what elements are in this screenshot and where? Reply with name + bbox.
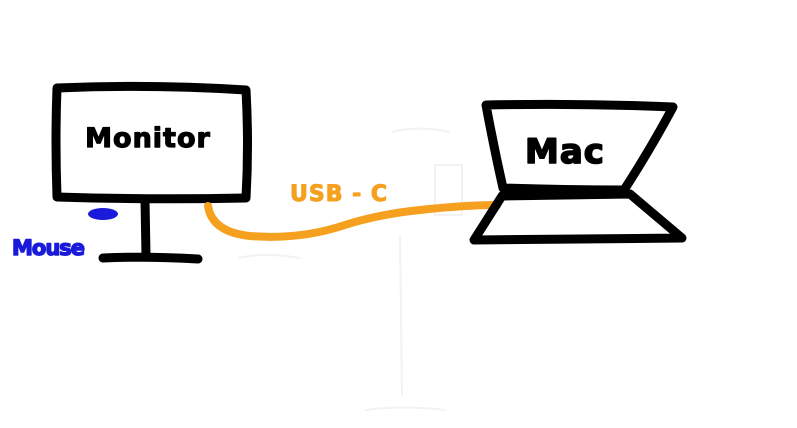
- usb-c-cable: [204, 201, 501, 241]
- mouse-label: Mouse: [12, 236, 85, 260]
- monitor-label: Monitor: [85, 123, 211, 154]
- monitor-icon: [51, 81, 252, 264]
- monitor-stand: [140, 195, 151, 260]
- laptop-keyboard: [469, 189, 687, 245]
- laptop-icon: [469, 99, 687, 245]
- monitor-screen: [51, 81, 252, 204]
- mouse-icon: [88, 208, 118, 220]
- laptop-label: Mac: [525, 132, 605, 172]
- monitor-base: [98, 252, 203, 264]
- faint-background-strokes: [237, 127, 463, 411]
- cable-label: USB - C: [290, 182, 388, 207]
